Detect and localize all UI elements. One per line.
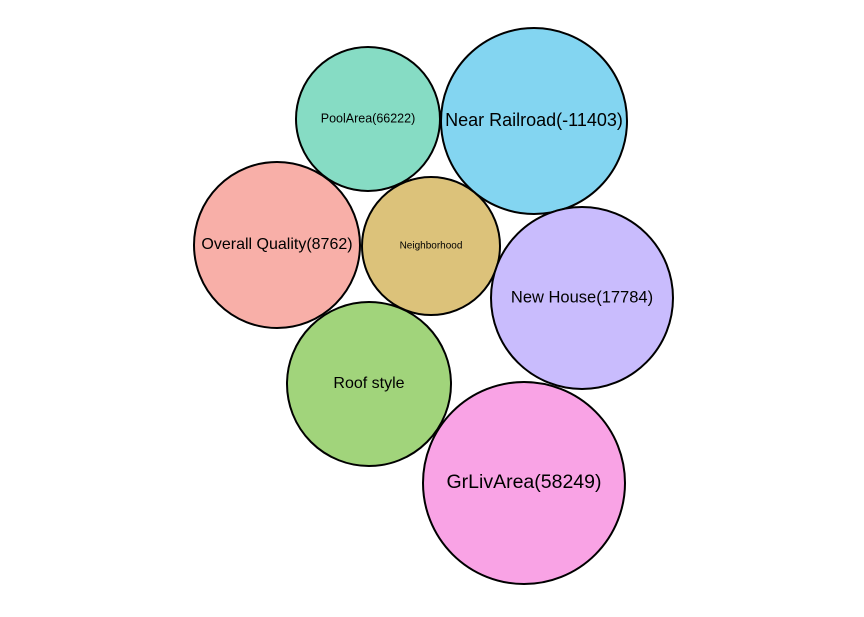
bubble-roof-style <box>286 301 452 467</box>
bubble-label-overall-quality: Overall Quality(8762) <box>201 236 352 253</box>
bubble-label-roof-style: Roof style <box>333 375 404 392</box>
bubble-label-new-house: New House(17784) <box>511 288 653 306</box>
bubble-label-grlivarea: GrLivArea(58249) <box>447 471 602 493</box>
bubble-poolarea <box>295 46 441 192</box>
bubble-near-railroad <box>440 27 628 215</box>
bubble-grlivarea <box>422 381 626 585</box>
bubble-neighborhood <box>361 176 501 316</box>
bubble-label-near-railroad: Near Railroad(-11403) <box>445 110 623 130</box>
bubble-label-poolarea: PoolArea(66222) <box>321 111 416 125</box>
bubble-new-house <box>490 206 674 390</box>
bubble-overall-quality <box>193 161 361 329</box>
bubble-label-neighborhood: Neighborhood <box>400 241 463 252</box>
